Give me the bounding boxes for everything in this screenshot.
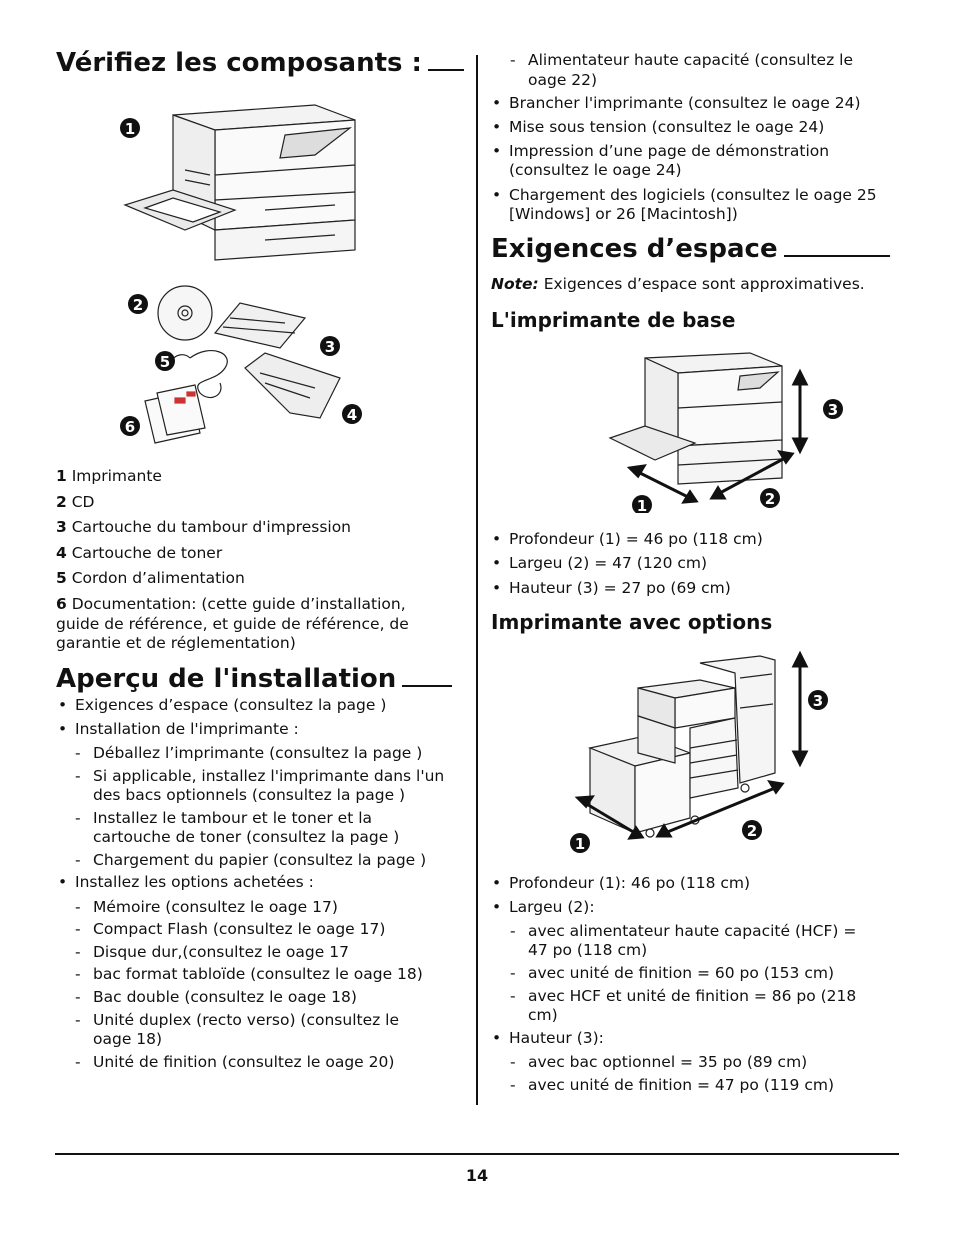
list-item: Brancher l'imprimante (consultez le oage… [492, 94, 861, 113]
list-item: Profondeur (1): 46 po (118 cm) [492, 874, 750, 893]
list-item: avec unité de finition = 60 po (153 cm) [510, 964, 834, 983]
list-item: [Windows] or 26 [Macintosh]) [509, 205, 738, 223]
legend-item-5: 5 Cordon d’alimentation [56, 569, 245, 587]
callout-2-icon: 2 [128, 294, 148, 314]
heading-apercu-installation: Aperçu de l'installation [56, 664, 453, 694]
list-item: Installez le tambour et le toner et la [75, 809, 372, 828]
list-item: Déballez l’imprimante (consultez la page… [75, 744, 422, 763]
heading-verifiez-composants: Vérifiez les composants : [56, 48, 464, 78]
svg-text:1: 1 [637, 497, 647, 513]
callout-2-icon: 2 [742, 820, 762, 840]
svg-text:3: 3 [813, 692, 823, 710]
note: Note: Exigences d’espace sont approximat… [491, 275, 865, 293]
svg-text:2: 2 [765, 490, 775, 508]
list-item: Unité de finition (consultez le oage 20) [75, 1053, 394, 1072]
printer-options-illustration: 1 2 3 [570, 650, 828, 853]
components-illustration: 2 3 5 4 6 [120, 285, 362, 444]
list-item: Compact Flash (consultez le oage 17) [75, 920, 385, 939]
column-divider [476, 55, 478, 1105]
list-item: des bacs optionnels (consultez la page ) [93, 786, 406, 804]
callout-3-icon: 3 [808, 690, 828, 710]
list-item: Chargement du papier (consultez la page … [75, 851, 426, 870]
legend-item-3: 3 Cartouche du tambour d'impression [56, 518, 352, 536]
list-item: oage 22) [528, 71, 598, 89]
list-item: Unité duplex (recto verso) (consultez le [75, 1011, 399, 1030]
list-item: Hauteur (3) = 27 po (69 cm) [492, 579, 731, 598]
list-item: avec bac optionnel = 35 po (89 cm) [510, 1053, 807, 1072]
list-item: Hauteur (3): [492, 1029, 604, 1048]
callout-1-icon: 1 [120, 118, 140, 138]
list-item: oage 18) [93, 1030, 163, 1048]
list-item: Largeu (2): [492, 898, 594, 917]
list-item: Exigences d’espace (consultez la page ) [58, 696, 386, 715]
svg-text:1: 1 [125, 120, 135, 138]
list-item: Chargement des logiciels (consultez le o… [492, 186, 877, 205]
list-item: bac format tabloïde (consultez le oage 1… [75, 965, 423, 984]
list-item: Installez les options achetées : [58, 873, 314, 892]
list-item: 47 po (118 cm) [528, 941, 648, 959]
list-item: Mémoire (consultez le oage 17) [75, 898, 338, 917]
legend-item-6-line3: garantie et de réglementation) [56, 634, 296, 652]
list-item: (consultez le oage 24) [509, 161, 682, 179]
legend-item-4: 4 Cartouche de toner [56, 544, 223, 562]
list-item: cm) [528, 1006, 558, 1024]
svg-text:3: 3 [828, 401, 838, 419]
list-item: Disque dur,(consultez le oage 17 [75, 943, 349, 962]
svg-text:1: 1 [575, 835, 585, 853]
legend-item-1: 1 Imprimante [56, 467, 162, 485]
list-item: Largeu (2) = 47 (120 cm) [492, 554, 707, 573]
callout-6-icon: 6 [120, 416, 140, 436]
callout-1-icon: 1 [570, 833, 590, 853]
callout-3-icon: 3 [320, 336, 340, 356]
list-item: Alimentateur haute capacité (consultez l… [510, 51, 853, 70]
footer-rule [55, 1153, 899, 1155]
subheading-imprimante-base: L'imprimante de base [491, 308, 736, 332]
svg-text:4: 4 [347, 406, 357, 424]
list-item: Mise sous tension (consultez le oage 24) [492, 118, 824, 137]
svg-text:2: 2 [747, 822, 757, 840]
list-item: Impression d’une page de démonstration [492, 142, 829, 161]
callout-5-icon: 5 [155, 351, 175, 371]
legend-item-6: 6 Documentation: (cette guide d’installa… [56, 595, 406, 613]
list-item: cartouche de toner (consultez la page ) [93, 828, 400, 846]
heading-exigences-espace: Exigences d’espace [491, 234, 890, 264]
list-item: avec alimentateur haute capacité (HCF) = [510, 922, 856, 941]
callout-3-icon: 3 [823, 399, 843, 419]
list-item: avec unité de finition = 47 po (119 cm) [510, 1076, 834, 1095]
legend-item-6-line2: guide de référence, et guide de référenc… [56, 615, 409, 633]
legend-item-2: 2 CD [56, 493, 95, 511]
callout-2-icon: 2 [760, 488, 780, 508]
callout-1-icon: 1 [632, 495, 652, 513]
svg-text:2: 2 [133, 296, 143, 314]
list-item: avec HCF et unité de finition = 86 po (2… [510, 987, 856, 1006]
svg-text:5: 5 [160, 353, 170, 371]
svg-text:6: 6 [125, 418, 135, 436]
list-item: Installation de l'imprimante : [58, 720, 299, 739]
base-printer-dimensions-illustration: 1 2 3 [608, 352, 843, 513]
svg-text:3: 3 [325, 338, 335, 356]
printer-illustration: 1 [120, 104, 356, 261]
callout-4-icon: 4 [342, 404, 362, 424]
list-item: Si applicable, installez l'imprimante da… [75, 767, 444, 786]
list-item: Profondeur (1) = 46 po (118 cm) [492, 530, 763, 549]
subheading-imprimante-options: Imprimante avec options [491, 610, 773, 634]
list-item: Bac double (consultez le oage 18) [75, 988, 357, 1007]
page-number: 14 [465, 1166, 489, 1185]
